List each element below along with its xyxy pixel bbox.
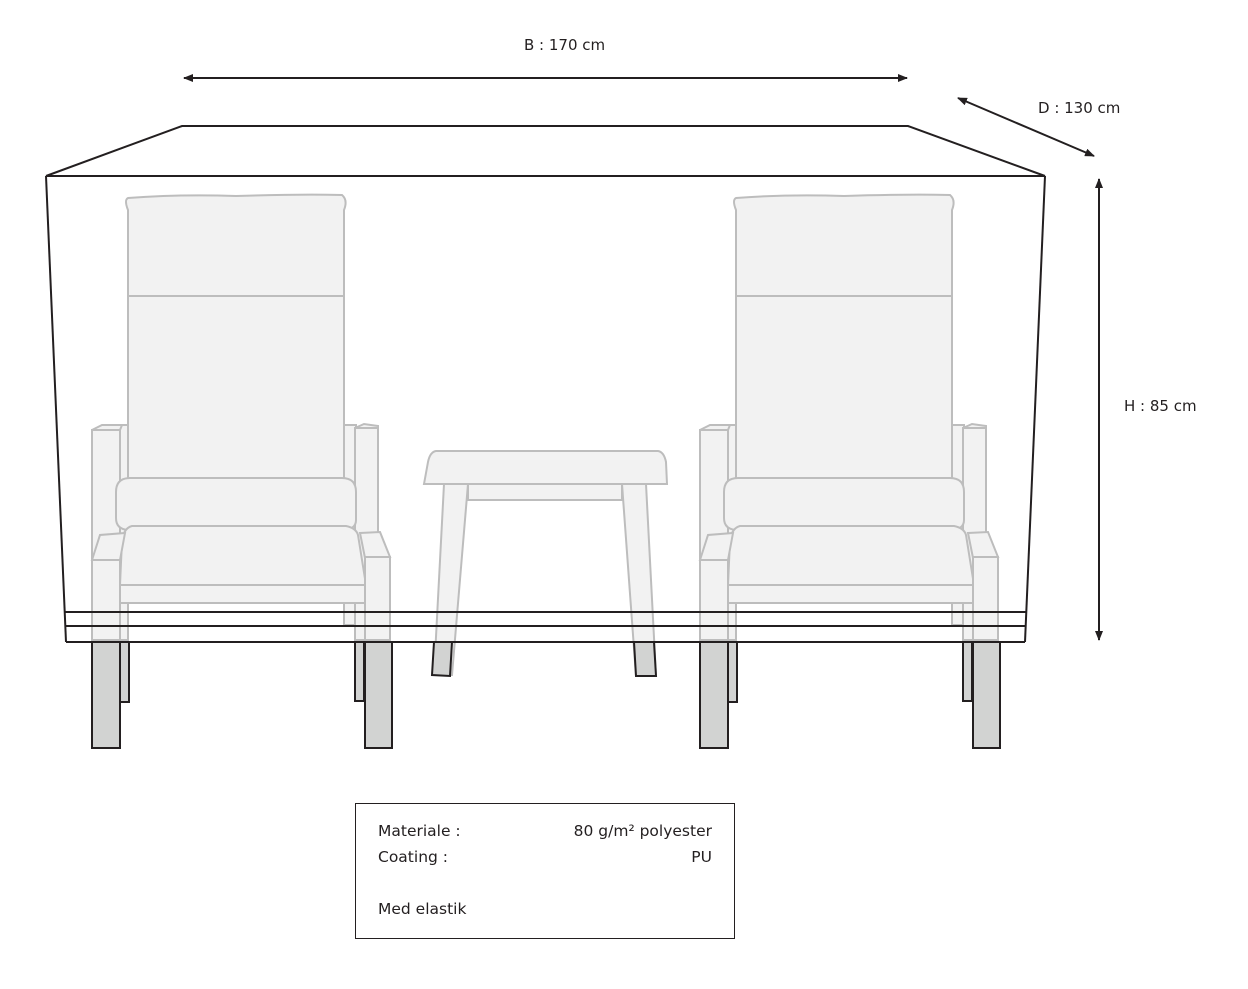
chair-right xyxy=(699,193,1001,749)
spec-row-coating: Coating : PU xyxy=(378,848,712,866)
spec-label: Coating : xyxy=(378,848,448,866)
side-table xyxy=(422,450,669,678)
spec-note-text: Med elastik xyxy=(378,900,467,918)
spec-value: PU xyxy=(691,848,712,866)
spec-box: Materiale : 80 g/m² polyester Coating : … xyxy=(355,803,735,939)
depth-arrow xyxy=(957,97,1095,157)
width-label: B : 170 cm xyxy=(524,36,606,54)
depth-label: D : 130 cm xyxy=(1038,99,1121,117)
dimension-arrows xyxy=(183,74,1103,641)
spec-row-material: Materiale : 80 g/m² polyester xyxy=(378,822,712,840)
spec-value: 80 g/m² polyester xyxy=(573,822,712,840)
height-label: H : 85 cm xyxy=(1124,397,1197,415)
chair-left xyxy=(91,193,393,749)
spec-note: Med elastik xyxy=(378,900,712,918)
spec-label: Materiale : xyxy=(378,822,461,840)
